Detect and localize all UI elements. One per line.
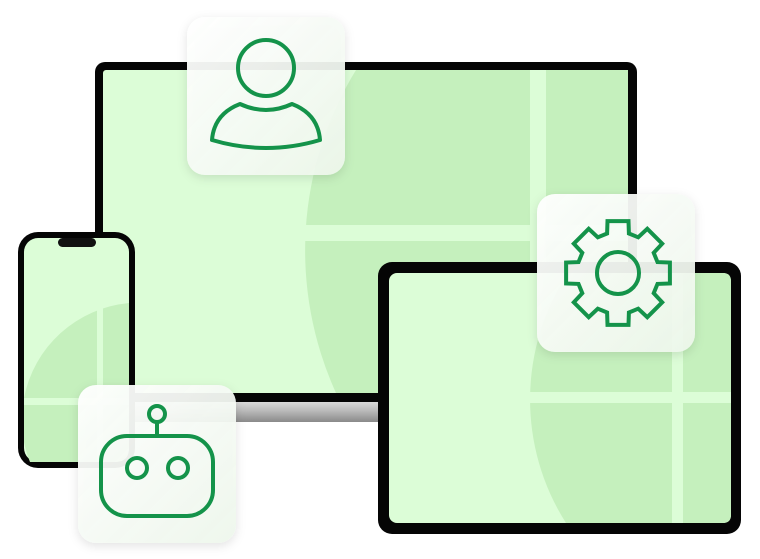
gear-card (537, 194, 695, 352)
robot-card (78, 385, 236, 543)
user-icon (210, 38, 322, 150)
user-card (187, 17, 345, 175)
gear-icon (564, 219, 672, 327)
robot-icon (99, 404, 215, 518)
phone-notch (58, 238, 96, 247)
